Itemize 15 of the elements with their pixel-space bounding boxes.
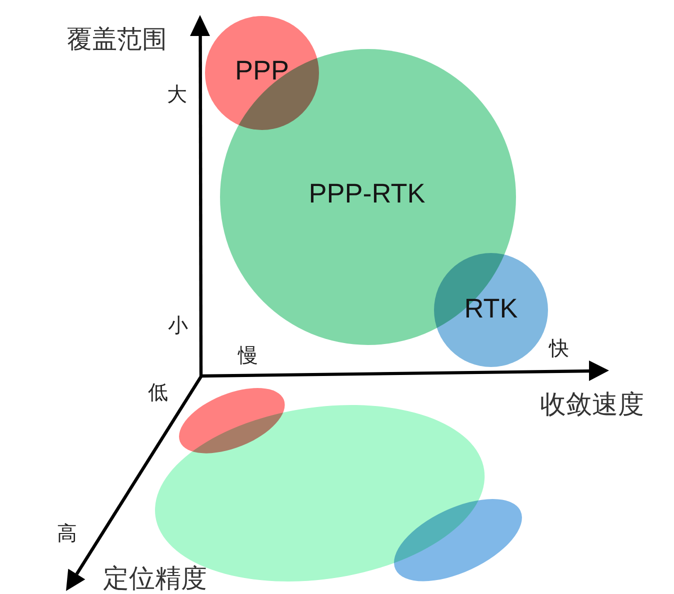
- scale-label: 慢: [238, 345, 258, 365]
- scale-label: 大: [167, 84, 187, 104]
- scale-label: 快: [549, 338, 569, 358]
- bubble: [434, 253, 548, 367]
- axis-title: 收敛速度: [540, 392, 644, 418]
- bubble-label: RTK: [464, 296, 518, 322]
- bubble-label: PPP-RTK: [308, 180, 426, 208]
- projection-ellipse: [394, 498, 522, 582]
- bubble: [220, 49, 516, 345]
- scale-label: 高: [57, 523, 77, 543]
- scale-label: 低: [148, 382, 168, 402]
- bubble-label: PPP: [234, 58, 290, 84]
- axis-title: 覆盖范围: [67, 26, 167, 52]
- scale-label: 小: [168, 315, 188, 335]
- axis-title: 定位精度: [103, 566, 207, 592]
